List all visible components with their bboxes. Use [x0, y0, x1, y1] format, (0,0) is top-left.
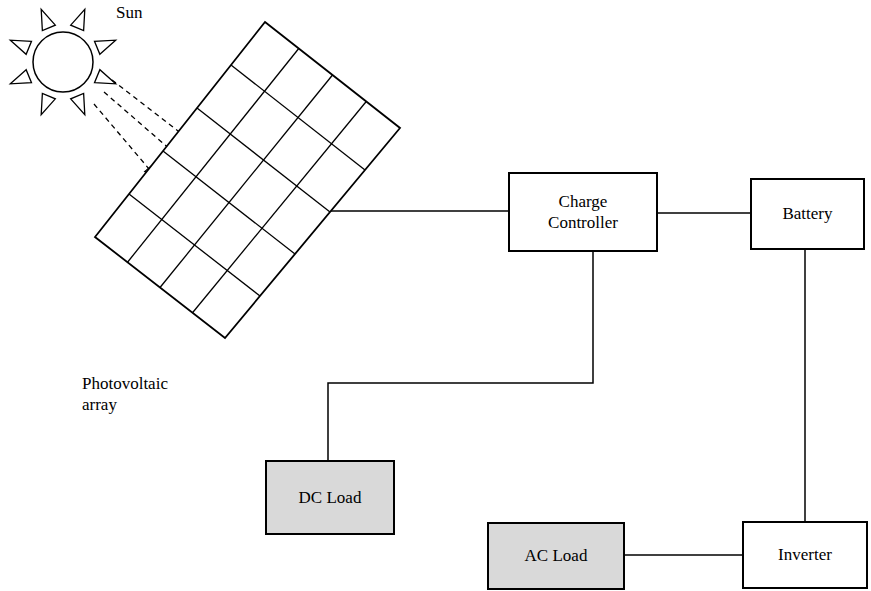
wire	[328, 252, 593, 460]
node-text: AC Load	[525, 545, 588, 566]
sun-ray	[10, 40, 31, 54]
process-box: Charge Controller	[508, 172, 658, 252]
sun-ray	[71, 9, 85, 30]
sun-disc	[33, 32, 93, 92]
wire	[804, 250, 806, 521]
node-text: Battery	[782, 203, 832, 224]
sun-ray	[71, 94, 85, 115]
cell-line	[163, 151, 295, 254]
wire	[328, 210, 508, 212]
sun-label: Sun	[116, 2, 142, 23]
wire	[625, 554, 742, 556]
sun-ray	[10, 70, 31, 84]
node-text: Charge Controller	[533, 191, 633, 234]
process-box: Inverter	[742, 521, 868, 589]
sun-ray	[41, 9, 55, 30]
wire	[658, 212, 750, 214]
sun-ray	[95, 70, 116, 84]
load-box: DC Load	[265, 460, 395, 535]
cell-line	[197, 108, 330, 212]
cell-line	[231, 65, 365, 170]
sun-rays	[10, 9, 115, 114]
node-text: DC Load	[299, 487, 362, 508]
light-ray	[94, 104, 155, 176]
cell-line	[160, 75, 333, 288]
pv-array: Photovoltaic array	[70, 15, 405, 400]
sun-ray	[41, 94, 55, 115]
cell-line	[129, 194, 260, 296]
process-box: Battery	[750, 178, 865, 250]
node-label: Photovoltaic array	[82, 373, 182, 416]
sun-ray	[95, 40, 116, 54]
node-text: Inverter	[778, 544, 832, 565]
cell-line	[128, 49, 299, 263]
solar-panel	[70, 15, 405, 400]
panel-outline	[95, 22, 400, 338]
load-box: AC Load	[487, 522, 625, 590]
cell-line	[193, 102, 367, 313]
